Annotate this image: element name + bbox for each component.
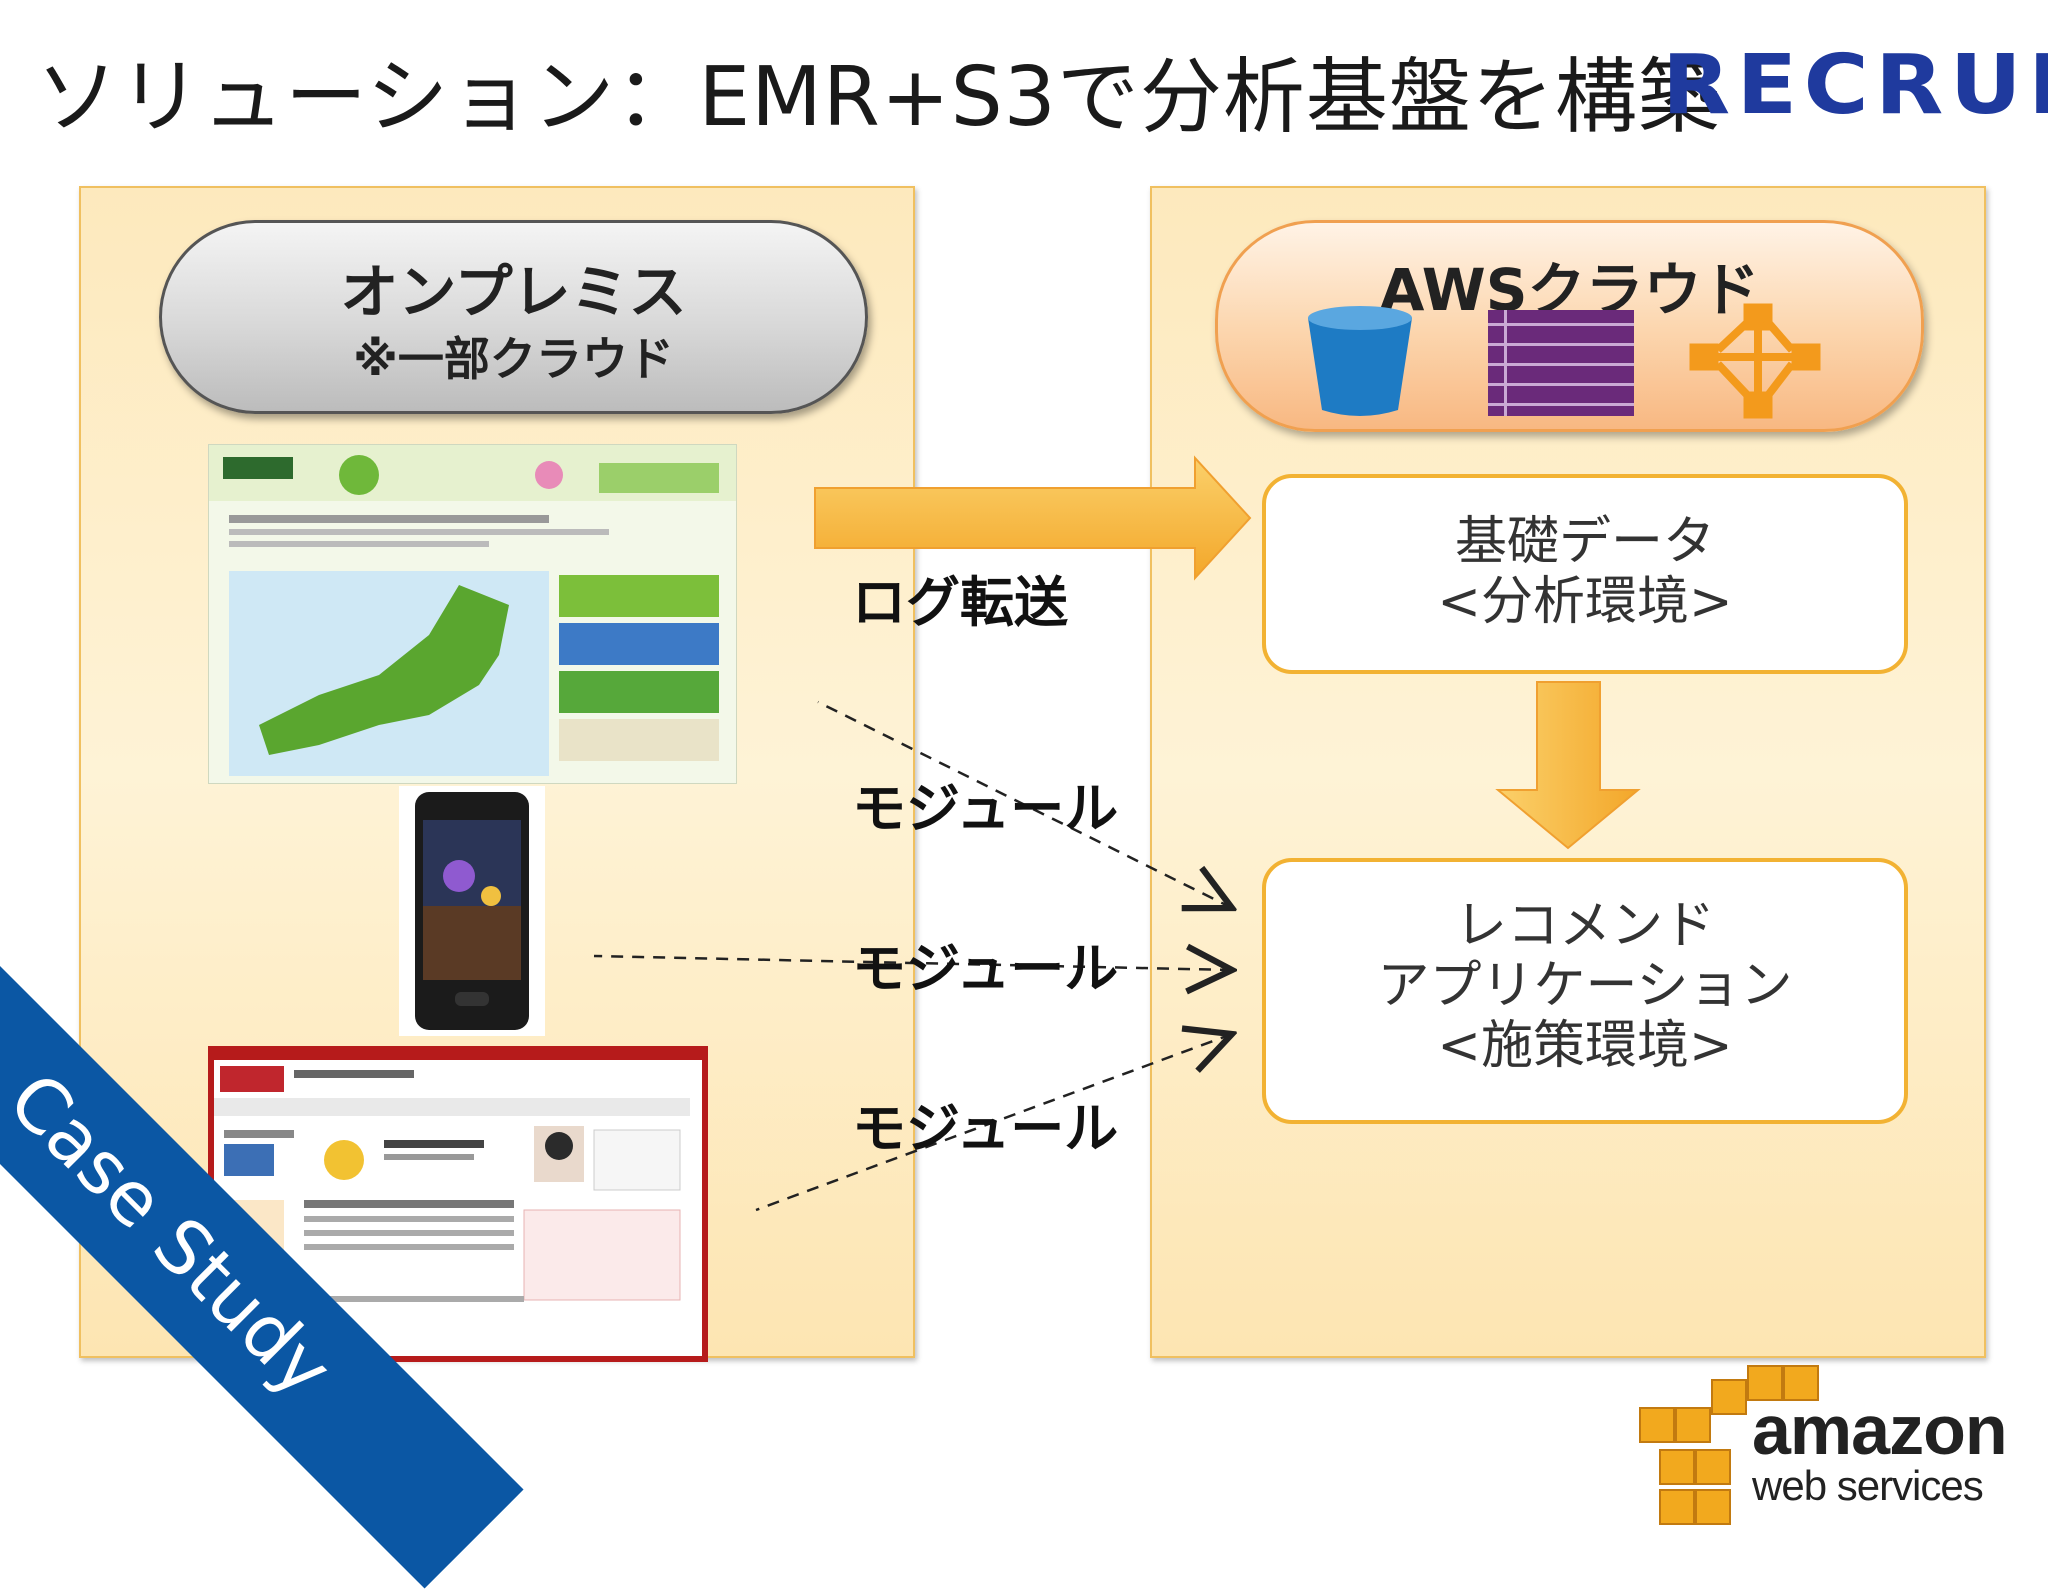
recommend-app-box: レコメンド アプリケーション <施策環境> [1262,858,1908,1124]
aws-cubes-icon [1639,1365,1819,1525]
aws-logo-amazon: amazon [1752,1391,2008,1469]
aws-logo-webservices: web services [1752,1462,1984,1509]
smartphone-image [399,786,545,1036]
slide-title: ソリューション：EMR+S3で分析基盤を構築 [36,50,1721,145]
onprem-title: オンプレミス [340,258,687,326]
log-transfer-label: ログ転送 [852,571,1068,634]
onprem-subtitle: ※一部クラウド [353,332,674,386]
module-arrow-3 [755,1034,1232,1212]
s3-bucket-icon [1308,306,1412,416]
module-label-3: モジュール [852,1097,1119,1160]
recruit-logo: RECRUIT [1662,38,2048,133]
module-label-2: モジュール [852,937,1119,1000]
base-data-box: 基礎データ <分析環境> [1262,474,1908,674]
module-arrow-1 [817,700,1232,908]
log-transfer-arrow [814,455,1252,581]
base-data-title: 基礎データ [1454,512,1715,572]
suumo-screenshot [208,444,737,784]
diagram-overlay [593,303,1821,1525]
base-data-subtitle: <分析環境> [1437,572,1733,632]
database-table-icon [1488,310,1634,416]
recommend-subtitle: <施策環境> [1437,1016,1733,1076]
recommend-app-name: アプリケーション [1377,956,1793,1016]
module-label-1: モジュール [852,777,1119,840]
emr-cluster-icon [1689,303,1821,419]
module-arrow-2 [593,956,1232,970]
down-arrow [1495,681,1641,850]
recommend-title: レコメンド [1454,896,1715,956]
onprem-header: オンプレミス ※一部クラウド [159,220,868,414]
